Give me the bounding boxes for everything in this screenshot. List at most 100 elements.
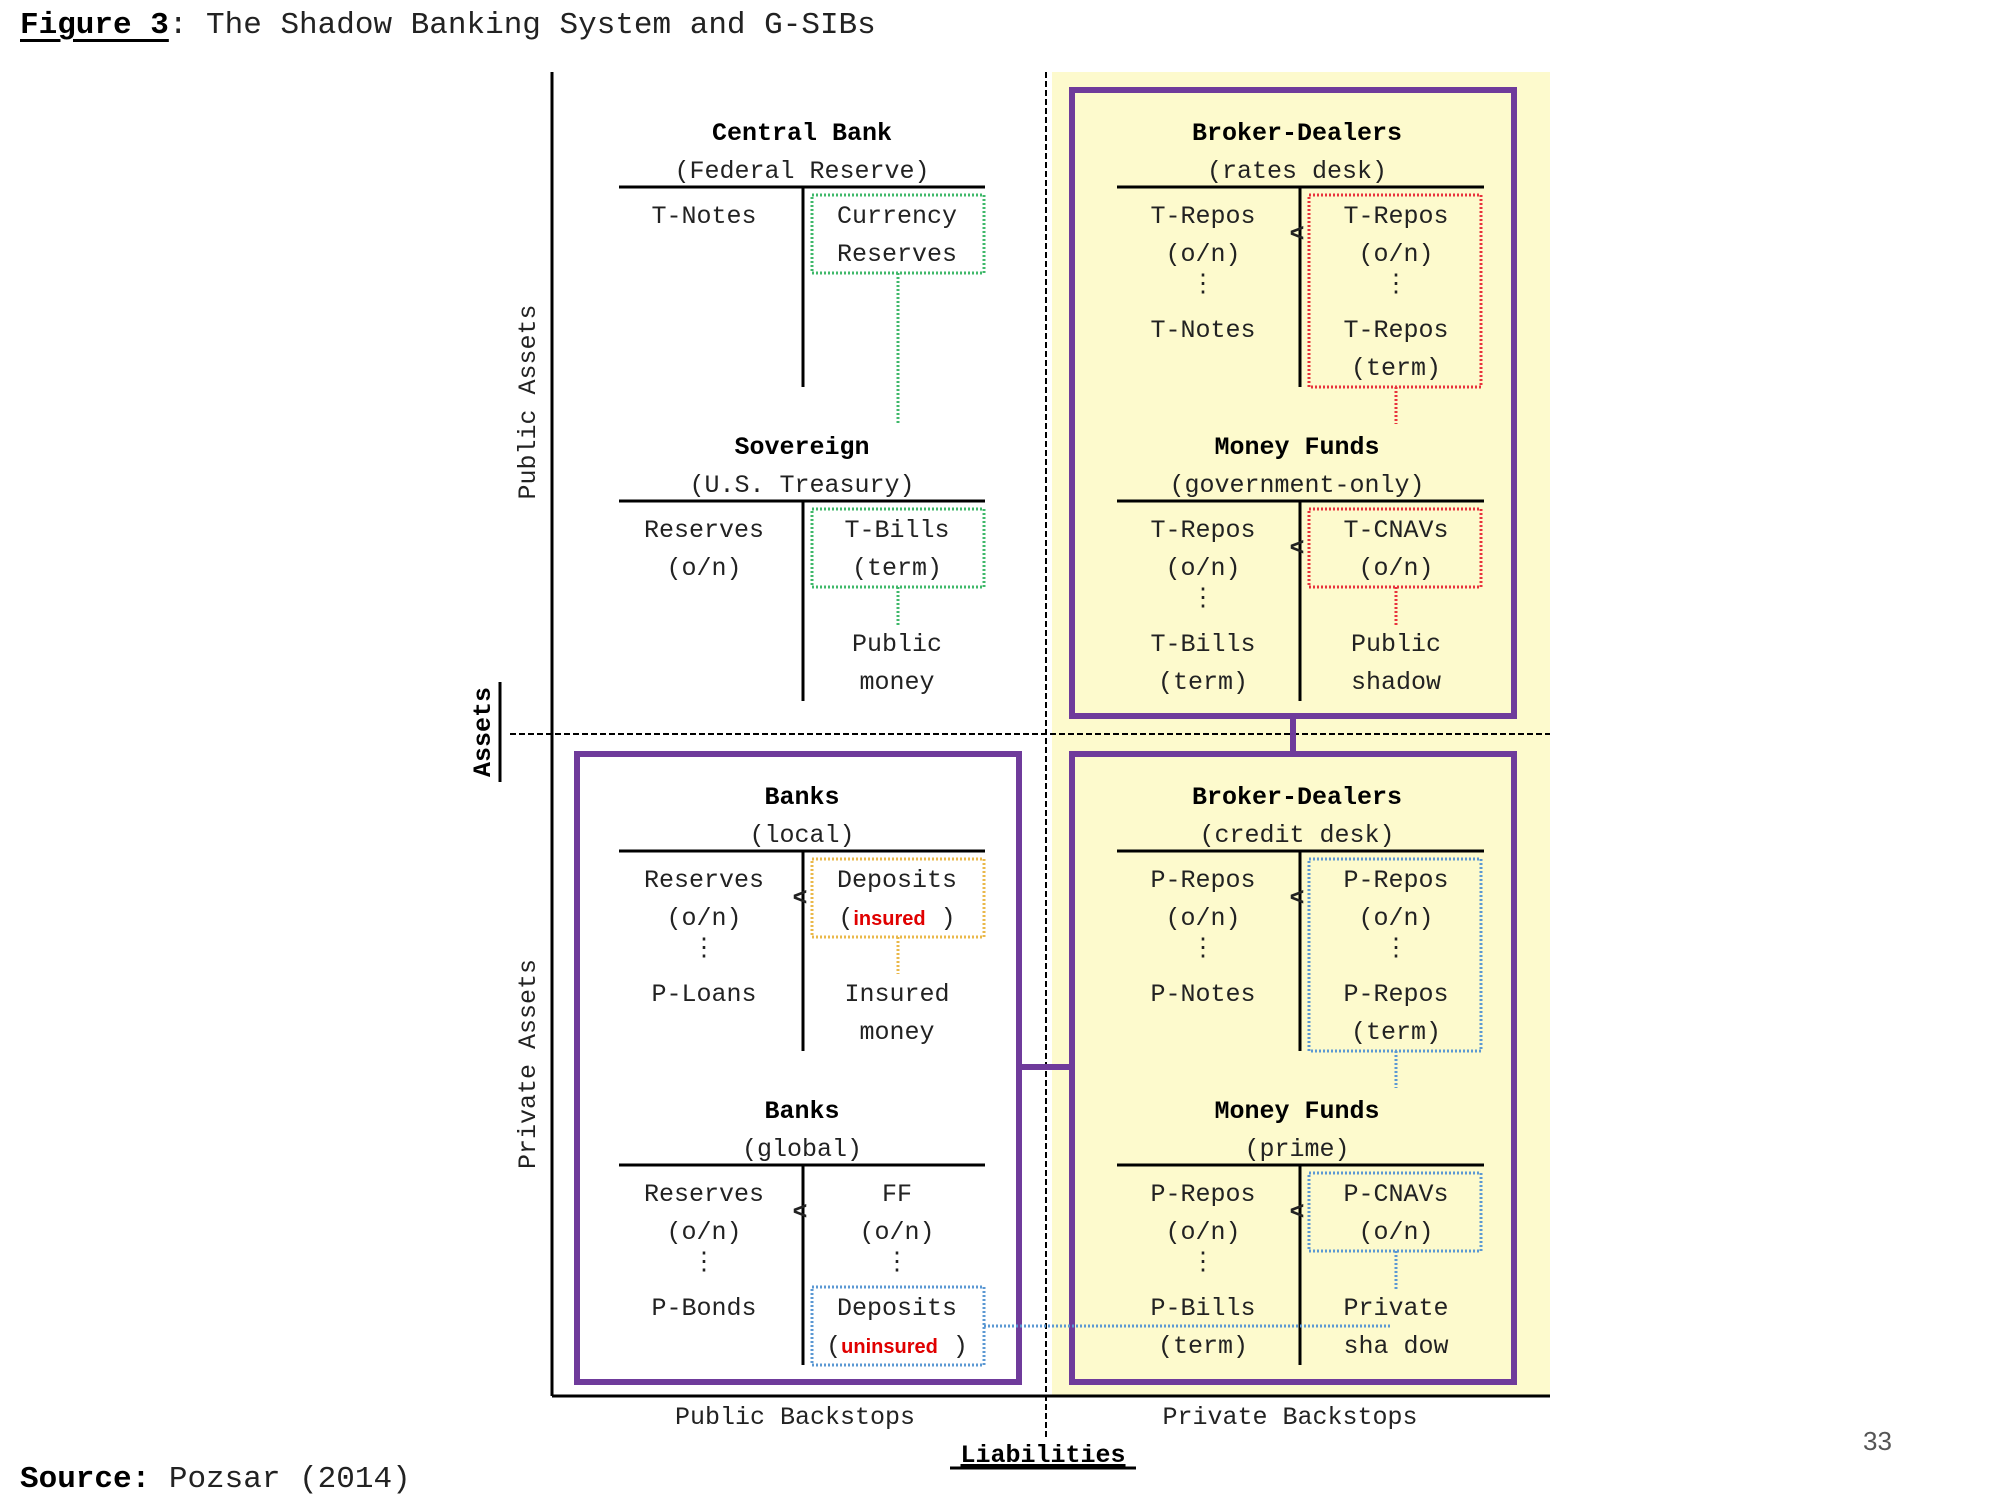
- entity-mf-gov-asset-1: (o/n): [1165, 554, 1240, 583]
- entities-layer: Central Bank (Federal Reserve) T-Notes Curr…: [619, 119, 1484, 1365]
- entity-mf-prime-liability-0: P-CNAVs: [1343, 1180, 1448, 1209]
- entity-sovereign-asset-0: Reserves: [644, 516, 764, 545]
- entity-banks-global-asset-0: Reserves: [644, 1180, 764, 1209]
- entity-central-bank-subtitle: (Federal Reserve): [674, 157, 929, 186]
- entity-mf-gov-asset-0: T-Repos: [1150, 516, 1255, 545]
- entity-central-bank-asset-0: T-Notes: [651, 202, 756, 231]
- page-number: 33: [1863, 1426, 1892, 1456]
- entity-bd-rates-liability-2: ⋮: [1384, 270, 1409, 299]
- entity-mf-prime-label-0: Private: [1343, 1294, 1448, 1323]
- entity-mf-prime-liability-1: (o/n): [1358, 1218, 1433, 1247]
- entity-bd-rates-asset-2: ⋮: [1191, 270, 1216, 299]
- entity-bd-rates-asset-0: T-Repos: [1150, 202, 1255, 231]
- entity-mf-prime-asset-3: P-Bills: [1150, 1294, 1255, 1323]
- entity-mf-gov-subtitle: (government-only): [1169, 471, 1424, 500]
- entity-mf-prime-asset-1: (o/n): [1165, 1218, 1240, 1247]
- axis-label-public-backstops: Public Backstops: [675, 1403, 915, 1432]
- entity-mf-prime-asset-2: ⋮: [1191, 1248, 1216, 1277]
- axis-label-public-assets: Public Assets: [514, 304, 543, 499]
- entity-bd-rates-liability-3: T-Repos: [1343, 316, 1448, 345]
- axis-label-private-assets: Private Assets: [514, 959, 543, 1169]
- entity-bd-credit-asset-3: P-Notes: [1150, 980, 1255, 1009]
- entity-mf-prime-subtitle: (prime): [1244, 1135, 1349, 1164]
- entity-banks-global-asset-3: P-Bonds: [651, 1294, 756, 1323]
- entity-banks-global-paren-open: (: [826, 1332, 841, 1361]
- entity-mf-prime-label-1: sha dow: [1343, 1332, 1448, 1361]
- entity-bd-rates-subtitle: (rates desk): [1207, 157, 1387, 186]
- figure-label: Figure 3: [20, 8, 169, 43]
- entity-sovereign-label-1: money: [859, 668, 934, 697]
- entity-sovereign-liability-1: (term): [852, 554, 942, 583]
- source-note: Source: Pozsar (2014): [20, 1462, 411, 1497]
- axis-label-assets: Assets: [469, 687, 498, 777]
- highlights-layer: [810, 193, 1483, 1367]
- entity-banks-local-asset-1: (o/n): [666, 904, 741, 933]
- entity-sovereign-asset-1: (o/n): [666, 554, 741, 583]
- entity-banks-global-uninsured-tag: uninsured: [841, 1336, 938, 1358]
- entity-banks-global-liability-1: (o/n): [859, 1218, 934, 1247]
- entity-bd-credit-subtitle: (credit desk): [1199, 821, 1394, 850]
- entity-banks-global-subtitle: (global): [742, 1135, 862, 1164]
- entity-mf-prime-name: Money Funds: [1214, 1097, 1379, 1126]
- entity-bd-rates-name: Broker-Dealers: [1192, 119, 1402, 148]
- entity-mf-prime-asset-4: (term): [1158, 1332, 1248, 1361]
- entity-bd-rates-liability-4: (term): [1351, 354, 1441, 383]
- entity-central-bank-liability-0: Currency: [837, 202, 957, 231]
- source-text: Pozsar (2014): [168, 1462, 411, 1497]
- entity-sovereign-subtitle: (U.S. Treasury): [689, 471, 914, 500]
- entity-banks-local-asset-0: Reserves: [644, 866, 764, 895]
- entity-banks-global-liability-3: Deposits: [837, 1294, 957, 1323]
- entity-mf-gov-asset-3: T-Bills: [1150, 630, 1255, 659]
- entity-bd-credit-liability-1: (o/n): [1358, 904, 1433, 933]
- entity-bd-credit-liability-3: P-Repos: [1343, 980, 1448, 1009]
- entity-banks-local-less-than: <: [792, 884, 807, 913]
- entity-banks-global-asset-2: ⋮: [692, 1248, 717, 1277]
- entity-banks-local-paren-close: ): [926, 904, 956, 933]
- entity-banks-local-asset-3: P-Loans: [651, 980, 756, 1009]
- entity-mf-gov-name: Money Funds: [1214, 433, 1379, 462]
- entity-bd-credit-liability-2: ⋮: [1384, 934, 1409, 963]
- axis-label-liabilities: Liabilities: [960, 1441, 1125, 1470]
- entity-banks-local-subtitle: (local): [749, 821, 854, 850]
- entity-mf-gov-liability-1: (o/n): [1358, 554, 1433, 583]
- entity-banks-local-paren-open: (: [838, 904, 853, 933]
- entity-banks-local-insured-tag: insured: [853, 908, 925, 930]
- entity-banks-local-label-1: money: [859, 1018, 934, 1047]
- banks-global-uninsured-deposits-box: [810, 1285, 986, 1367]
- entity-banks-global-liability-tag-line: (uninsured ): [826, 1332, 968, 1361]
- entity-banks-local-label-0: Insured: [844, 980, 949, 1009]
- figure-title: Figure 3: The Shadow Banking System and …: [20, 8, 876, 43]
- entity-mf-gov-asset-4: (term): [1158, 668, 1248, 697]
- entity-sovereign-label-0: Public: [852, 630, 942, 659]
- entity-bd-rates-asset-1: (o/n): [1165, 240, 1240, 269]
- entity-bd-credit-liability-4: (term): [1351, 1018, 1441, 1047]
- entity-central-bank-name: Central Bank: [712, 119, 892, 148]
- entity-banks-local-name: Banks: [764, 783, 839, 812]
- entity-mf-gov-asset-2: ⋮: [1191, 584, 1216, 613]
- entity-mf-prime-asset-0: P-Repos: [1150, 1180, 1255, 1209]
- entity-bd-rates-asset-3: T-Notes: [1150, 316, 1255, 345]
- entity-mf-gov-label-0: Public: [1351, 630, 1441, 659]
- entity-mf-prime-less-than: <: [1289, 1198, 1304, 1227]
- entity-bd-credit-liability-0: P-Repos: [1343, 866, 1448, 895]
- entity-banks-local-asset-2: ⋮: [692, 934, 717, 963]
- entity-bd-rates-liability-1: (o/n): [1358, 240, 1433, 269]
- entity-banks-local-liability-tag-line: (insured ): [838, 904, 955, 933]
- entity-banks-local-liability-0: Deposits: [837, 866, 957, 895]
- axis-label-private-backstops: Private Backstops: [1162, 1403, 1417, 1432]
- entity-bd-rates-less-than: <: [1289, 220, 1304, 249]
- entity-central-bank-liability-1: Reserves: [837, 240, 957, 269]
- entity-bd-credit-asset-0: P-Repos: [1150, 866, 1255, 895]
- entity-banks-global-liability-2: ⋮: [885, 1248, 910, 1277]
- entity-bd-rates-liability-0: T-Repos: [1343, 202, 1448, 231]
- entity-banks-global-asset-1: (o/n): [666, 1218, 741, 1247]
- source-label: Source:: [20, 1462, 151, 1497]
- entity-banks-global-name: Banks: [764, 1097, 839, 1126]
- entity-bd-credit-asset-1: (o/n): [1165, 904, 1240, 933]
- entity-bd-credit-asset-2: ⋮: [1191, 934, 1216, 963]
- entity-banks-global-less-than: <: [792, 1198, 807, 1227]
- entity-mf-gov-less-than: <: [1289, 534, 1304, 563]
- entity-mf-gov-liability-0: T-CNAVs: [1343, 516, 1448, 545]
- entity-sovereign-liability-0: T-Bills: [844, 516, 949, 545]
